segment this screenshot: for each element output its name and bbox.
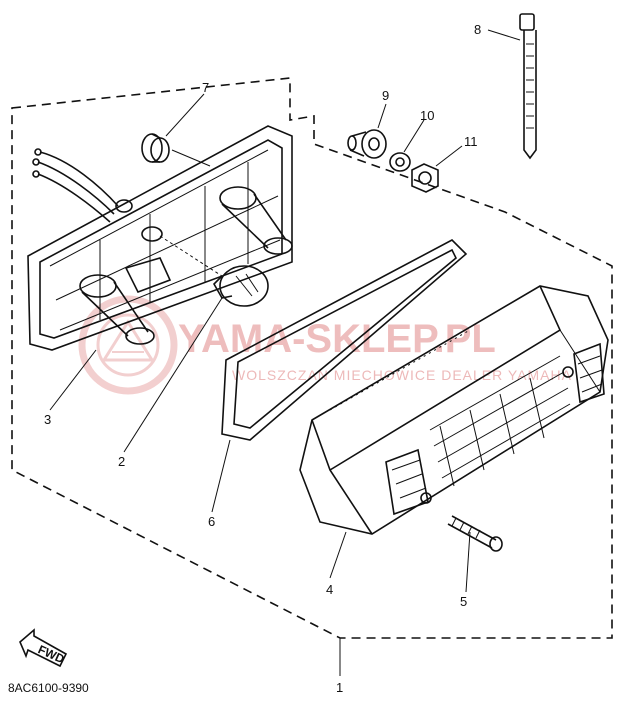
callout-7: 7: [202, 80, 209, 95]
grommet-part-7: [141, 133, 211, 167]
callout-2: 2: [118, 454, 125, 469]
bulb-socket-left: [79, 274, 155, 345]
lens-centre-texture: [429, 355, 571, 487]
nut-part-11: [411, 163, 439, 193]
lens-reflector-left: [385, 448, 429, 516]
screw-part-5: [447, 515, 503, 552]
assembly-outline: [11, 77, 613, 639]
callout-5: 5: [460, 594, 467, 609]
watermark-logo-icon: [78, 295, 178, 395]
callout-labels: 1 2 3 4 5 6 7 8 9 10 11: [44, 22, 481, 695]
callout-10: 10: [420, 108, 434, 123]
part-code: 8AC6100-9390: [8, 681, 89, 695]
callout-8: 8: [474, 22, 481, 37]
watermark: YAMA-SKLEP.PL WOLSZCZAN MIECHOWICE DEALE…: [78, 295, 572, 395]
collar-part-9: [347, 129, 387, 159]
lens-reflector-right: [573, 342, 605, 404]
gasket-part-6: [221, 239, 468, 441]
callout-3: 3: [44, 412, 51, 427]
cable-tie-part-8: [519, 13, 537, 160]
fwd-arrow-icon: FWD: [19, 628, 68, 668]
fwd-badge-text: FWD: [36, 642, 67, 666]
lamp-housing-base: [27, 125, 293, 351]
callout-6: 6: [208, 514, 215, 529]
callout-11: 11: [464, 134, 478, 149]
bulb-socket-right: [219, 186, 293, 255]
callout-1: 1: [336, 680, 343, 695]
bulb-part-2: [159, 235, 269, 307]
callout-4: 4: [326, 582, 333, 597]
callout-9: 9: [382, 88, 389, 103]
watermark-sub-text: WOLSZCZAN MIECHOWICE DEALER YAMAHA: [232, 367, 572, 383]
watermark-main-text: YAMA-SKLEP.PL: [178, 317, 496, 361]
wiring-harness: [32, 148, 133, 223]
washer-part-10: [389, 152, 411, 172]
lens-cover-part-4: [299, 285, 609, 535]
callout-leaders: [49, 29, 521, 676]
